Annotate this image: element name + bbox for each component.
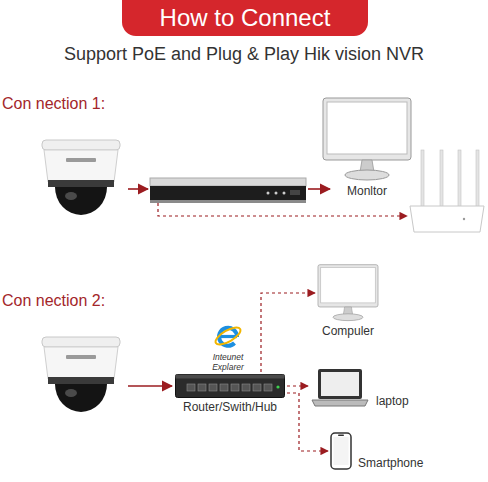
switch-node: Router/Swith/Hub (173, 372, 287, 416)
node-label: Monltor (347, 184, 387, 198)
connection-arrow (128, 385, 172, 387)
phone-node: Smartphone (328, 430, 425, 472)
nvr-recorder (150, 178, 306, 203)
connection-arrow (128, 188, 148, 190)
monitor-icon (317, 264, 379, 322)
laptop-icon (310, 368, 370, 408)
title-banner: How to Connect (122, 0, 368, 36)
dome-camera (42, 140, 120, 215)
computer-node: Compuler (315, 262, 381, 340)
network-line (158, 203, 407, 216)
subtitle: Support PoE and Plug & Play Hik vision N… (0, 44, 488, 65)
node-label: Router/Swith/Hub (183, 400, 277, 414)
monitor-node: Monltor (320, 95, 414, 200)
wifi-router (410, 150, 484, 232)
connector-line (261, 293, 315, 372)
monitor-icon (322, 97, 412, 182)
laptop-node: laptop (308, 366, 411, 410)
node-label: Inteunet Explarer (202, 352, 254, 372)
section-heading: Con nection 1: (2, 95, 105, 113)
section-heading: Con nection 2: (2, 292, 105, 310)
switch-icon (175, 374, 285, 398)
phone-icon (330, 432, 352, 470)
title-text: How to Connect (160, 4, 331, 32)
node-label: Compuler (322, 324, 374, 338)
node-label: Smartphone (358, 456, 423, 470)
connection-arrow (308, 188, 330, 190)
browser-node: Inteunet Explarer (200, 320, 256, 374)
dome-camera (42, 337, 120, 412)
node-label: laptop (376, 394, 409, 408)
browser-icon (213, 322, 243, 350)
connector-line (287, 385, 308, 386)
